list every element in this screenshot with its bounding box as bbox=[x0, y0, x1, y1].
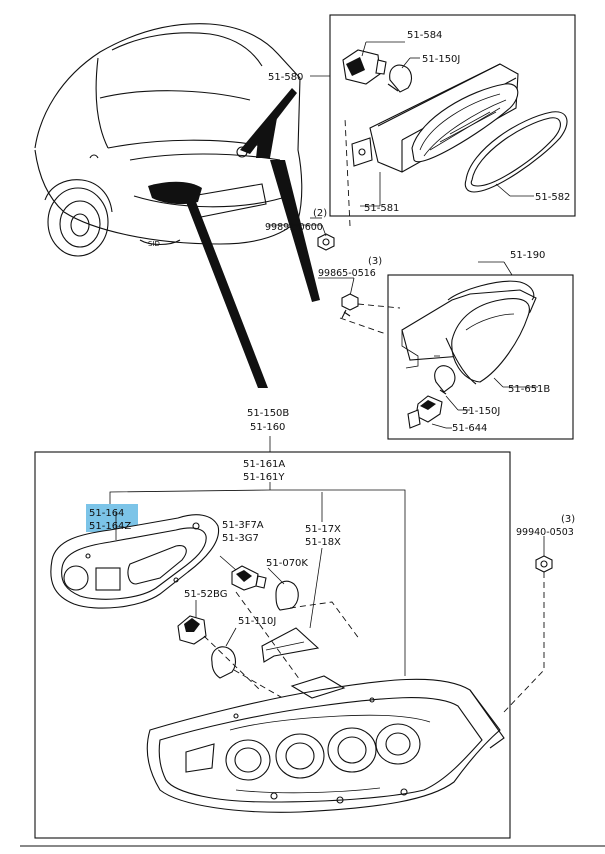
box-51-580 bbox=[310, 14, 576, 227]
label-51-644: 51-644 bbox=[452, 423, 487, 434]
lens-cover-51-17x bbox=[261, 547, 323, 663]
label-51-52bg: 51-52BG bbox=[184, 589, 228, 600]
bulb-51-150j-top bbox=[387, 64, 413, 93]
label-99865-0516: 99865-0516 bbox=[318, 268, 376, 279]
socket-51-3f7a bbox=[219, 555, 267, 591]
label-51-3f7a: 51-3F7A bbox=[222, 520, 264, 531]
car-rear-view: SID bbox=[34, 23, 320, 388]
gasket-51-582 bbox=[464, 111, 568, 193]
label-51-584: 51-584 bbox=[407, 30, 442, 41]
box-51-150b bbox=[34, 436, 511, 839]
socket-51-584 bbox=[342, 49, 387, 85]
label-51-161a: 51-161A bbox=[243, 459, 285, 470]
label-qty-3a: (3) bbox=[368, 256, 382, 267]
gasket-51-164 bbox=[50, 512, 220, 609]
label-51-582: 51-582 bbox=[535, 192, 570, 203]
tail-lamp-housing bbox=[146, 675, 505, 813]
lamp-body-51-581 bbox=[351, 63, 519, 173]
label-99940-0503: 99940-0503 bbox=[516, 527, 574, 538]
label-51-164z: 51-164Z bbox=[89, 521, 131, 532]
label-51-18x: 51-18X bbox=[305, 537, 341, 548]
callout-labels: 51-584 51-150J 51-580 51-581 51-582 (2) … bbox=[89, 30, 575, 627]
bulb-51-150j-mid bbox=[434, 365, 456, 395]
label-qty-3b: (3) bbox=[561, 514, 575, 525]
label-51-580: 51-580 bbox=[268, 72, 303, 83]
label-51-160: 51-160 bbox=[250, 422, 285, 433]
screw-99865-0516 bbox=[318, 277, 401, 335]
label-51-581: 51-581 bbox=[364, 203, 399, 214]
label-99891-0600: 99891-0600 bbox=[265, 222, 323, 233]
nut-99891-0600 bbox=[268, 217, 335, 251]
label-51-651b: 51-651B bbox=[508, 384, 550, 395]
bulb-51-070k bbox=[267, 567, 299, 611]
label-51-3g7: 51-3G7 bbox=[222, 533, 259, 544]
label-51-190: 51-190 bbox=[510, 250, 545, 261]
label-51-150j-top: 51-150J bbox=[422, 54, 460, 65]
label-51-150j-mid: 51-150J bbox=[462, 406, 500, 417]
label-51-17x: 51-17X bbox=[305, 524, 341, 535]
label-51-070k: 51-070K bbox=[266, 558, 308, 569]
label-51-161y: 51-161Y bbox=[243, 472, 285, 483]
label-51-110j: 51-110J bbox=[238, 616, 276, 627]
label-51-150b: 51-150B bbox=[247, 408, 289, 419]
svg-text:SID: SID bbox=[148, 240, 160, 248]
socket-51-644 bbox=[407, 395, 443, 429]
label-qty-2: (2) bbox=[313, 208, 327, 219]
label-51-164: 51-164 bbox=[89, 508, 124, 519]
socket-51-52bg bbox=[177, 600, 207, 645]
nut-99940-0503 bbox=[503, 536, 553, 713]
lamp-51-651b bbox=[401, 280, 537, 385]
box-51-190 bbox=[387, 261, 574, 440]
bulb-51-110j bbox=[211, 627, 237, 679]
